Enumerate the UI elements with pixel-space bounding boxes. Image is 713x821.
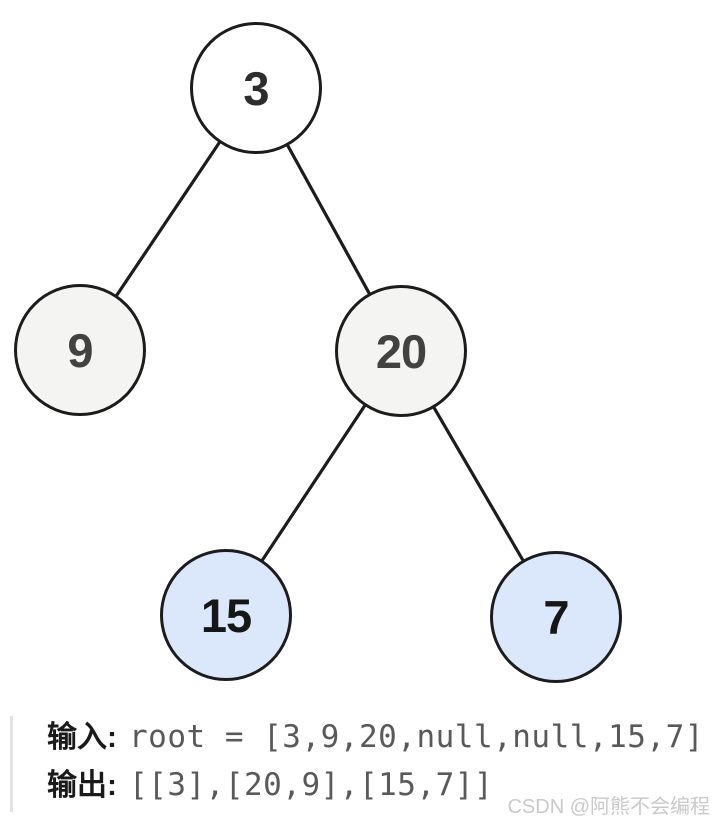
- tree-node-7-label: 7: [543, 590, 569, 644]
- tree-node-15-label: 15: [200, 588, 252, 642]
- io-example-block: 输入: root = [3,9,20,null,null,15,7] 输出: [[3…: [10, 716, 710, 812]
- tree-node-3: 3: [190, 22, 322, 154]
- output-label: 输出:: [47, 769, 117, 802]
- output-line: 输出: [[3],[20,9],[15,7]]: [47, 764, 710, 812]
- tree-node-9-label: 9: [67, 323, 93, 377]
- tree-node-20: 20: [335, 285, 467, 417]
- binary-tree-diagram: 3 9 20 15 7: [14, 22, 622, 683]
- csdn-watermark: CSDN @阿熊不会编程: [507, 796, 710, 818]
- tree-node-20-label: 20: [375, 324, 427, 378]
- input-value: root = [3,9,20,null,null,15,7]: [129, 719, 704, 755]
- output-value: [[3],[20,9],[15,7]]: [129, 767, 494, 803]
- tree-node-3-label: 3: [243, 61, 269, 115]
- input-line: 输入: root = [3,9,20,null,null,15,7]: [47, 716, 710, 764]
- tree-node-9: 9: [14, 284, 146, 416]
- input-label: 输入:: [47, 721, 117, 754]
- tree-node-15: 15: [160, 549, 292, 681]
- tree-node-7: 7: [490, 551, 622, 683]
